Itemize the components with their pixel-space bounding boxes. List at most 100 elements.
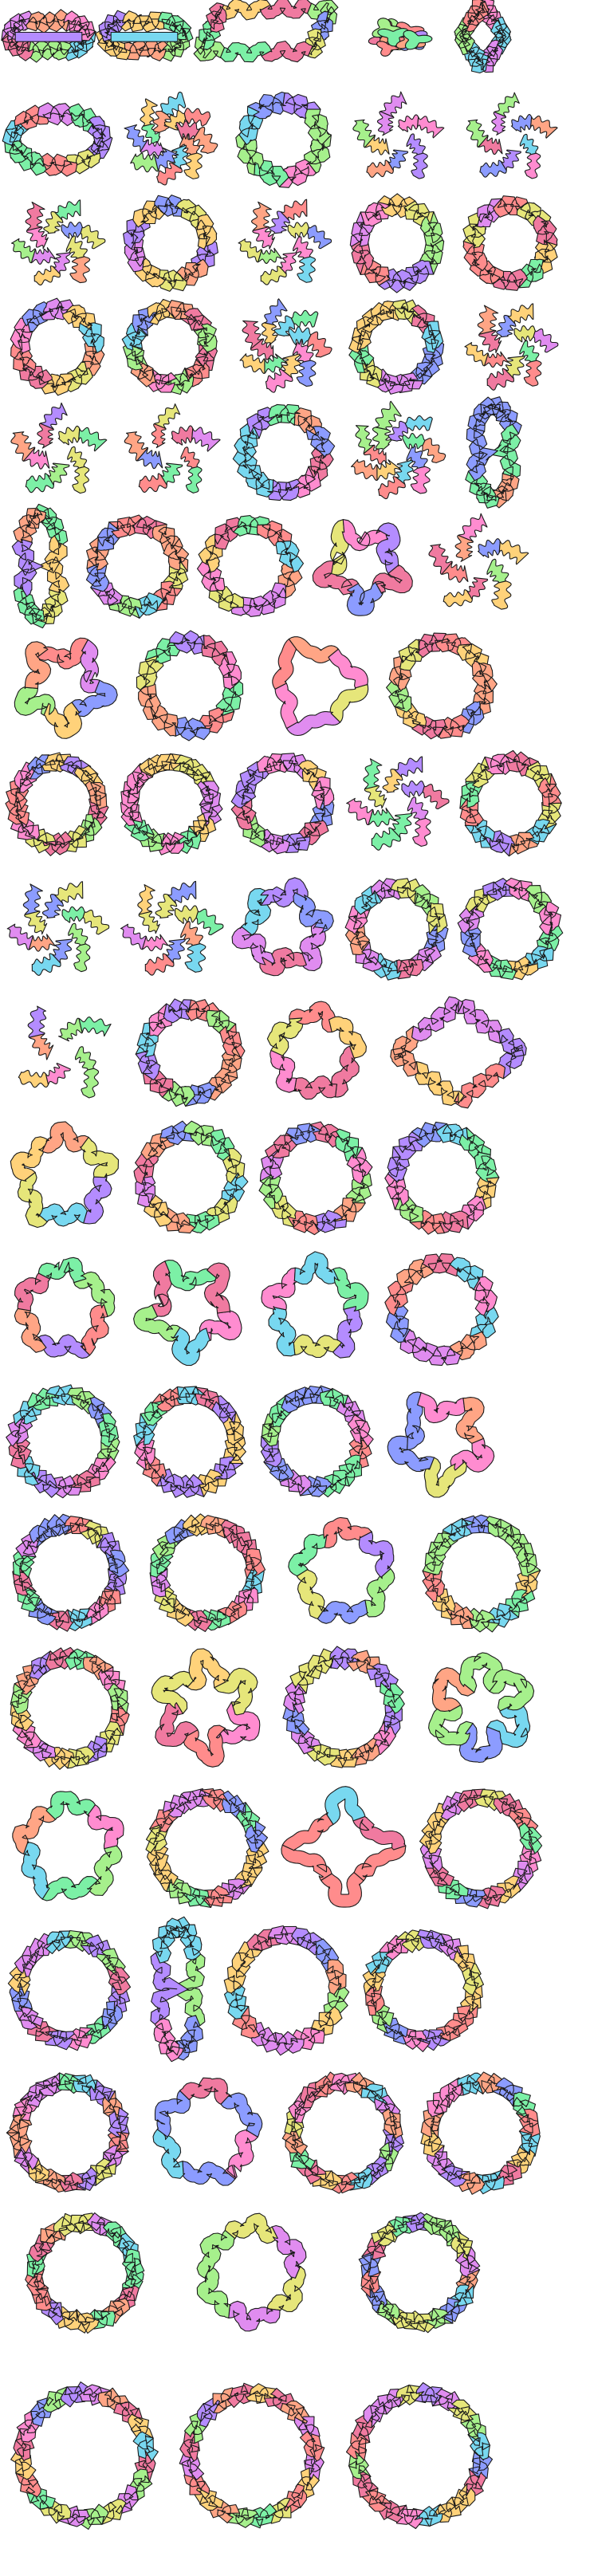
tiling-ring-tile (218, 651, 242, 690)
tiling-figure-star (312, 519, 413, 616)
tiling-pinwheel-tile (57, 425, 81, 446)
tiling-pinwheel-tile (442, 589, 473, 608)
tiling-diamond-tile (453, 1063, 505, 1109)
tiling-polygon-tile (83, 1176, 112, 1225)
tiling-pinwheel-tile (22, 883, 43, 915)
tiling-star-tile (203, 1262, 231, 1314)
tiling-figure-star (14, 637, 118, 739)
tiling-pinwheel-tile (138, 473, 167, 494)
tiling-pinwheel-tile (31, 953, 61, 976)
figure-row-10 (18, 996, 527, 1109)
tiling-polygon-tile (293, 1251, 340, 1285)
tiling-pinwheel-tile (72, 466, 90, 494)
tiling-diamond-tile (462, 0, 490, 33)
tiling-pinwheel-tile (78, 1017, 112, 1037)
tiling-cluster-tile (377, 28, 409, 47)
tiling-figure-ring (196, 515, 305, 617)
tiling-pinwheel-tile (422, 784, 450, 810)
tiling-pinwheel-tile (261, 322, 278, 344)
figure-row-15 (10, 1646, 535, 1770)
tiling-pinwheel-tile (78, 427, 108, 452)
tiling-pinwheel-tile (380, 91, 407, 118)
tiling-star-tile (352, 1815, 407, 1850)
tiling-pinwheel-tile (39, 402, 68, 430)
tiling-pinwheel-tile (410, 466, 431, 494)
tiling-ellipse-tile (87, 116, 111, 146)
tiling-polygon-tile (358, 1531, 395, 1578)
tiling-pinwheel-tile (401, 780, 425, 798)
tiling-ring-tile (122, 2248, 145, 2279)
tiling-pinwheel-tile (355, 425, 375, 454)
tiling-pinwheel-tile (486, 558, 509, 584)
tiling-blob-tile (329, 683, 369, 723)
tiling-star-tile (80, 639, 100, 694)
tiling-ring-tile (183, 1120, 215, 1146)
tiling-pinwheel-tile (73, 943, 91, 973)
figure-row-9 (6, 877, 564, 981)
tiling-figure-ring (85, 514, 190, 619)
tiling-ring-tile (195, 214, 218, 250)
figure-row-12 (14, 1251, 499, 1367)
tiling-pair-tile (110, 31, 179, 42)
tiling-ring-tile (98, 1413, 120, 1448)
tiling-pinwheel-tile (25, 473, 54, 494)
tiling-pinwheel-tile (130, 152, 159, 173)
tiling-figure-ring (282, 1646, 405, 1768)
tiling-star-tile (353, 1845, 407, 1882)
tiling-pinwheel-tile (174, 905, 199, 924)
tiling-pinwheel-tile (411, 152, 428, 179)
tiling-ring-tile (85, 781, 108, 810)
tiling-figure-polygon (261, 1251, 369, 1359)
tiling-pinwheel-tile (53, 199, 81, 221)
tiling-pinwheel-tile (144, 953, 175, 976)
tiling-pinwheel-tile (160, 92, 187, 116)
tiling-pinwheel-tile (477, 538, 501, 558)
tiling-star-tile (214, 1667, 258, 1716)
tiling-pinwheel-tile (523, 360, 542, 387)
tiling-figure-pinwheel (352, 91, 445, 179)
tiling-lens-tile (153, 2016, 184, 2063)
tiling-pinwheel-tile (378, 476, 406, 500)
tiling-pinwheel-tile (346, 797, 374, 826)
tiling-ring-tile (108, 2106, 130, 2137)
tiling-pinwheel-tile (242, 320, 264, 350)
figure-row-19 (25, 2212, 481, 2334)
tiling-ring-tile (538, 901, 562, 936)
tiling-figure-ring (10, 1646, 130, 1770)
tiling-figure-ring (384, 1253, 499, 1367)
tiling-pinwheel-tile (371, 827, 401, 851)
tiling-polygon-tile (180, 2161, 236, 2186)
tiling-ring-tile (78, 321, 104, 354)
tiling-figure-diamond (390, 996, 527, 1109)
tiling-pinwheel-tile (25, 201, 45, 231)
tiling-pinwheel-tile (185, 466, 203, 494)
tiling-pinwheel-tile (57, 1017, 83, 1042)
tiling-pinwheel-tile (238, 238, 262, 263)
tiling-ring-tile (163, 538, 190, 572)
tiling-polygon-tile (14, 1272, 51, 1312)
tiling-ring-tile (106, 1966, 132, 1996)
tiling-pinwheel-tile (27, 1005, 47, 1038)
tiling-ring-tile (467, 2432, 491, 2461)
figure-row-18 (6, 2071, 541, 2195)
tiling-figure-blob (231, 877, 334, 977)
tiling-pair-tile (14, 31, 83, 42)
tiling-polygon-tile (261, 1267, 299, 1311)
tiling-figure-ring (149, 1513, 266, 1632)
tiling-star-tile (417, 1392, 466, 1424)
tiling-pinwheel-tile (82, 909, 110, 935)
tiling-pinwheel-tile (422, 438, 446, 463)
tiling-ring-tile (419, 211, 444, 247)
tiling-polygon-tile (331, 1045, 360, 1098)
tiling-pinwheel-tile (498, 540, 529, 565)
tiling-polygon-tile (73, 1271, 116, 1317)
tiling-figure-ring (258, 1121, 373, 1236)
tiling-pinwheel-tile (251, 201, 272, 231)
tiling-pinwheel-tile (428, 544, 453, 575)
tiling-pinwheel-tile (153, 403, 181, 430)
tiling-pinwheel-tile (180, 446, 200, 469)
tiling-polygon-tile (332, 1305, 363, 1359)
tiling-pinwheel-tile (193, 126, 218, 155)
tiling-polygon-tile (14, 1308, 47, 1353)
tiling-figure-ring (386, 632, 498, 740)
